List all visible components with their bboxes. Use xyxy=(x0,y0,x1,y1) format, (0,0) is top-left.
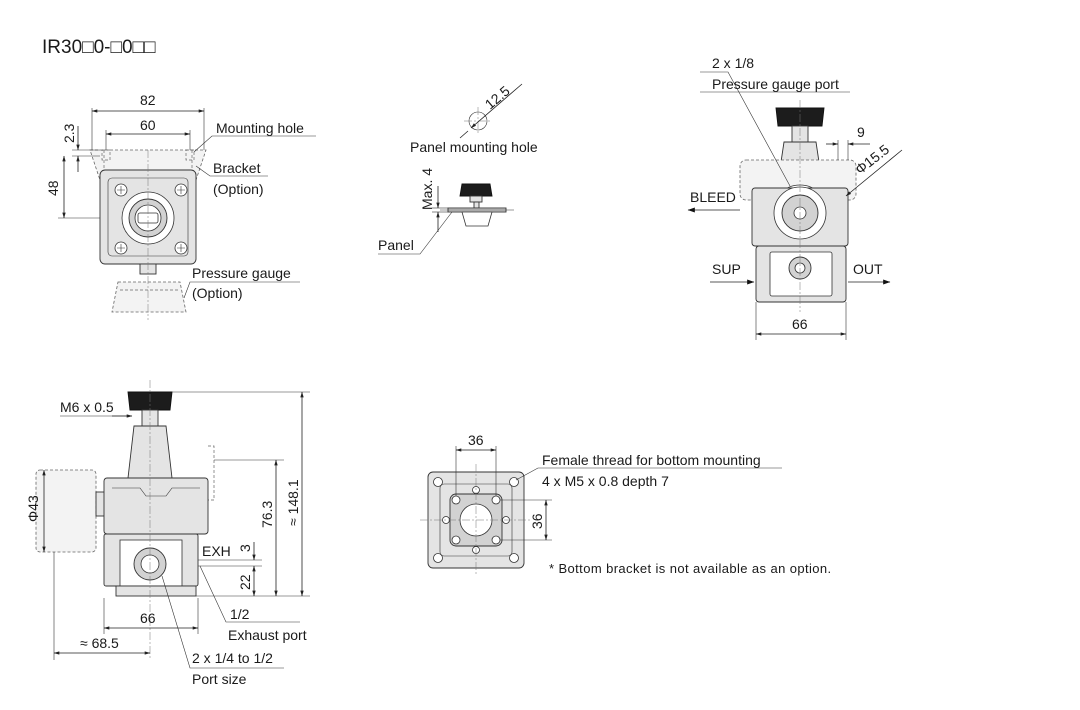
label-gauge-port: Pressure gauge port xyxy=(712,76,839,92)
panel-view: 12.5 Panel mounting hole Max. 4 Panel xyxy=(378,82,538,255)
model-title: IR30□0-□0□□ xyxy=(42,37,156,58)
label-out: OUT xyxy=(853,261,883,277)
dim-max-4: Max. 4 xyxy=(419,168,435,210)
label-pressure-gauge: Pressure gauge xyxy=(192,265,291,281)
label-exhaust-port: Exhaust port xyxy=(228,627,307,643)
label-gauge-port-count: 2 x 1/8 xyxy=(712,55,754,71)
label-gauge-option: (Option) xyxy=(192,285,243,301)
elevation-upper-body xyxy=(103,477,209,535)
dim-9: 9 xyxy=(857,124,865,140)
side-gauge-outline xyxy=(35,469,97,553)
dim-bottom-36-v: 36 xyxy=(529,513,545,529)
label-bleed: BLEED xyxy=(690,189,736,205)
label-female-thread: Female thread for bottom mounting xyxy=(542,452,761,468)
front-view: 82 60 2.3 48 Mounting hole Bracket (Opti… xyxy=(45,92,316,320)
side-view: 66 9 Φ15.5 2 x 1/8 Pressure gauge port B… xyxy=(687,55,903,340)
label-port-size: Port size xyxy=(192,671,247,687)
dim-3: 3 xyxy=(237,544,253,552)
footnote: * Bottom bracket is not available as an … xyxy=(549,561,832,576)
dim-dia-15-5: Φ15.5 xyxy=(852,141,892,177)
elevation-view: M6 x 0.5 Φ43 ≈ 148.1 76.3 EXH 3 22 66 ≈ … xyxy=(25,380,310,687)
dim-bottom-36-h: 36 xyxy=(468,432,484,448)
bottom-view: 36 36 Female thread for bottom mounting … xyxy=(420,432,782,576)
dim-side-66: 66 xyxy=(792,316,808,332)
panel-knob xyxy=(459,183,493,197)
label-port-count: 2 x 1/4 to 1/2 xyxy=(192,650,273,666)
dim-148: ≈ 148.1 xyxy=(285,479,301,526)
dim-82: 82 xyxy=(140,92,156,108)
dim-dia-43: Φ43 xyxy=(25,495,41,522)
label-exh: EXH xyxy=(202,543,231,559)
dim-68-5: ≈ 68.5 xyxy=(80,635,119,651)
label-sup: SUP xyxy=(712,261,741,277)
mounting-hole-right xyxy=(185,149,195,161)
dim-48: 48 xyxy=(45,180,61,196)
dim-12-5: 12.5 xyxy=(482,82,513,112)
dim-60: 60 xyxy=(140,117,156,133)
label-bracket-option: (Option) xyxy=(213,181,264,197)
pressure-gauge-outline xyxy=(111,281,187,313)
label-panel: Panel xyxy=(378,237,414,253)
label-mounting-hole: Mounting hole xyxy=(216,120,304,136)
dim-22: 22 xyxy=(237,574,253,590)
label-panel-mounting-hole: Panel mounting hole xyxy=(410,139,538,155)
label-m6: M6 x 0.5 xyxy=(60,399,114,415)
label-half: 1/2 xyxy=(230,606,250,622)
mounting-hole-left xyxy=(101,149,111,161)
dim-elevation-66: 66 xyxy=(140,610,156,626)
label-bracket: Bracket xyxy=(213,160,261,176)
label-thread-spec: 4 x M5 x 0.8 depth 7 xyxy=(542,473,669,489)
dim-76-3: 76.3 xyxy=(259,501,275,528)
corner-screws xyxy=(114,183,188,255)
dim-2-3: 2.3 xyxy=(61,123,77,143)
